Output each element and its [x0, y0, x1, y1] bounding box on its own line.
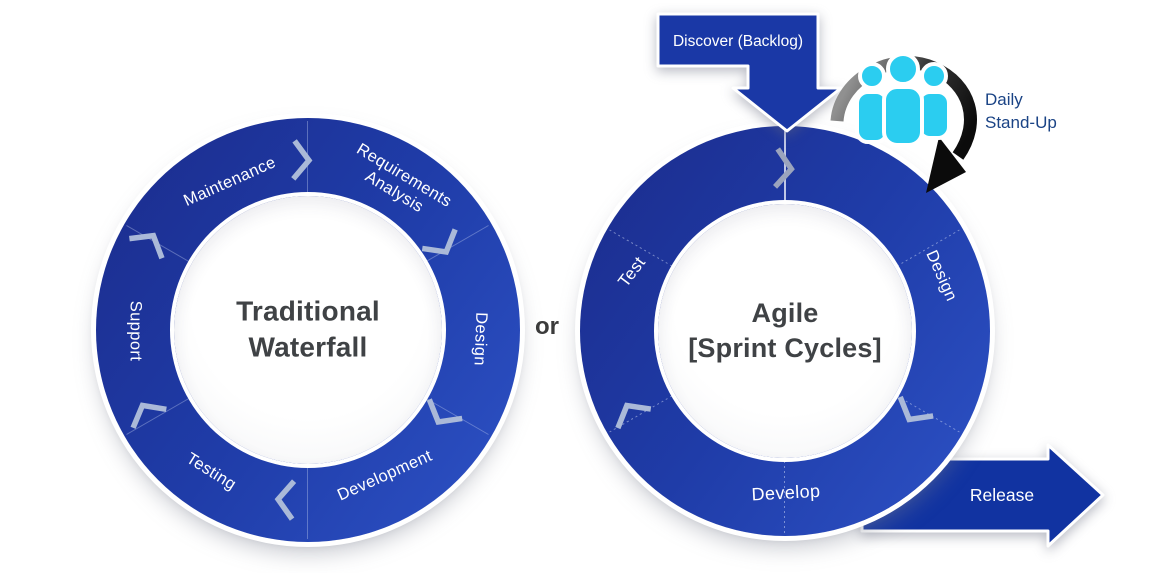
agile-cycle-diagram: Test Design Develop Agile [Sprint Cycles… [580, 126, 990, 536]
chevron-right-icon [117, 388, 175, 436]
discover-label: Discover (Backlog) [673, 33, 803, 50]
agile-title: Agile [Sprint Cycles] [688, 297, 882, 363]
segment-label-support: Support [126, 300, 145, 362]
waterfall-cycle-diagram: Maintenance Requirements Analysis Design… [96, 118, 520, 542]
waterfall-title: Traditional Waterfall [236, 295, 380, 363]
release-label: Release [970, 485, 1034, 505]
chevron-right-icon [769, 142, 799, 196]
segment-divider [307, 464, 308, 539]
chevron-right-icon [120, 218, 178, 267]
segment-label-testing: Testing [183, 449, 240, 494]
chevron-right-icon [602, 388, 660, 437]
waterfall-cycle-center [174, 196, 442, 464]
segment-divider [784, 129, 786, 204]
segment-label-design: Design [470, 311, 491, 367]
chevron-right-icon [413, 391, 471, 440]
standup-label: Daily Stand-Up [985, 90, 1057, 132]
chevron-right-icon [884, 388, 942, 437]
agile-cycle-center [658, 204, 912, 458]
chevron-right-icon [413, 221, 471, 270]
chevron-right-icon [287, 134, 315, 187]
chevron-right-icon [272, 473, 301, 526]
segment-label-develop: Develop [751, 480, 821, 505]
team-people-icon [855, 52, 951, 147]
or-label: or [535, 313, 559, 340]
discover-arrow [656, 12, 843, 133]
segment-label-test: Test [614, 253, 650, 291]
segment-label-design: Design [922, 247, 961, 305]
